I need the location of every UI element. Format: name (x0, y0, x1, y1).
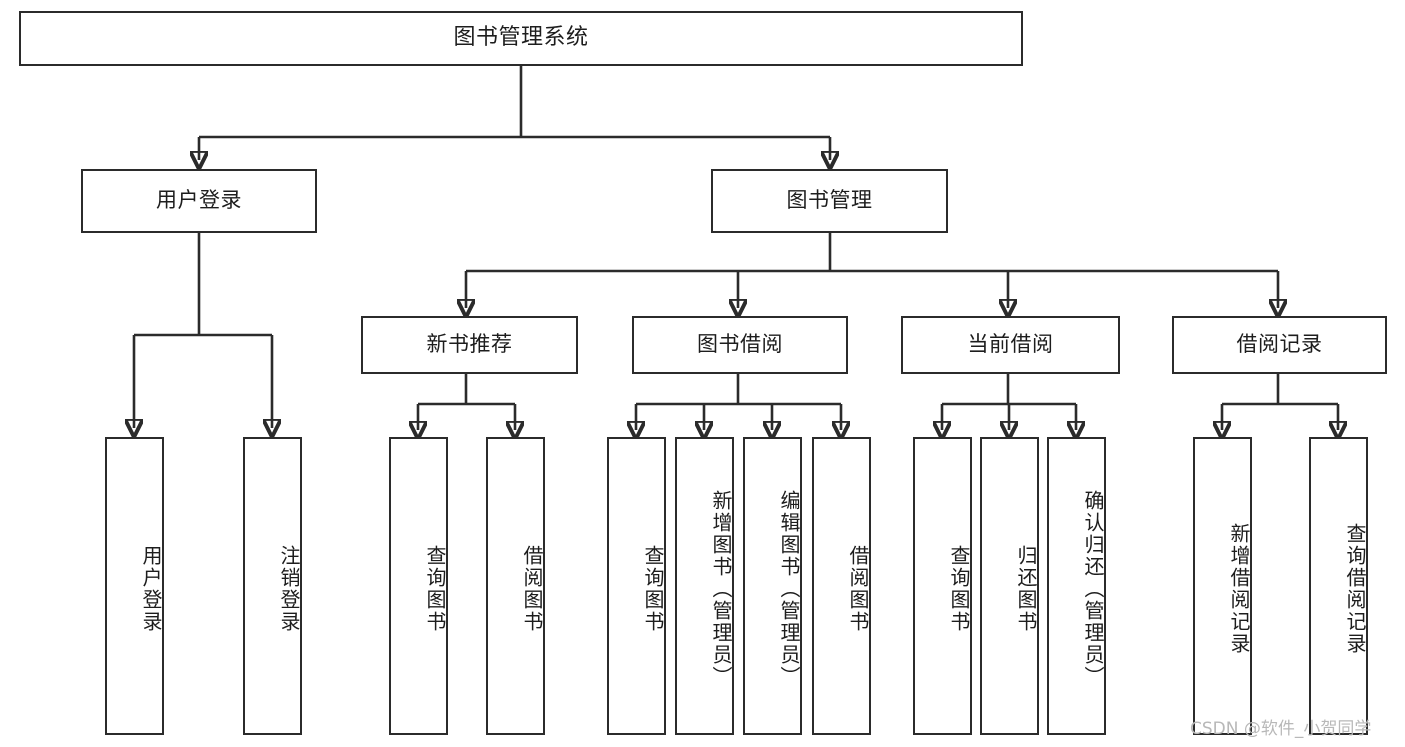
leaf-new-book-1[interactable]: 查询图书 (389, 437, 448, 735)
node-user-login[interactable]: 用户登录 (81, 169, 317, 233)
leaf-current-borrow-3[interactable]: 确认归还（管理员） (1047, 437, 1106, 735)
leaf-user-login-1[interactable]: 用户登录 (105, 437, 164, 735)
leaf-book-borrow-4[interactable]: 借阅图书 (812, 437, 871, 735)
node-current-borrow[interactable]: 当前借阅 (901, 316, 1120, 374)
node-borrow-record[interactable]: 借阅记录 (1172, 316, 1387, 374)
leaf-book-borrow-2[interactable]: 新增图书（管理员） (675, 437, 734, 735)
leaf-book-borrow-1[interactable]: 查询图书 (607, 437, 666, 735)
csdn-watermark: CSDN @软件_小贺同学 (1190, 719, 1372, 739)
leaf-borrow-record-1[interactable]: 新增借阅记录 (1193, 437, 1252, 735)
node-root[interactable]: 图书管理系统 (19, 11, 1023, 66)
node-book-borrow[interactable]: 图书借阅 (632, 316, 848, 374)
node-new-book-recommend[interactable]: 新书推荐 (361, 316, 578, 374)
leaf-user-login-2[interactable]: 注销登录 (243, 437, 302, 735)
leaf-borrow-record-2[interactable]: 查询借阅记录 (1309, 437, 1368, 735)
node-book-manage[interactable]: 图书管理 (711, 169, 948, 233)
leaf-current-borrow-2[interactable]: 归还图书 (980, 437, 1039, 735)
leaf-book-borrow-3[interactable]: 编辑图书（管理员） (743, 437, 802, 735)
leaf-current-borrow-1[interactable]: 查询图书 (913, 437, 972, 735)
leaf-new-book-2[interactable]: 借阅图书 (486, 437, 545, 735)
